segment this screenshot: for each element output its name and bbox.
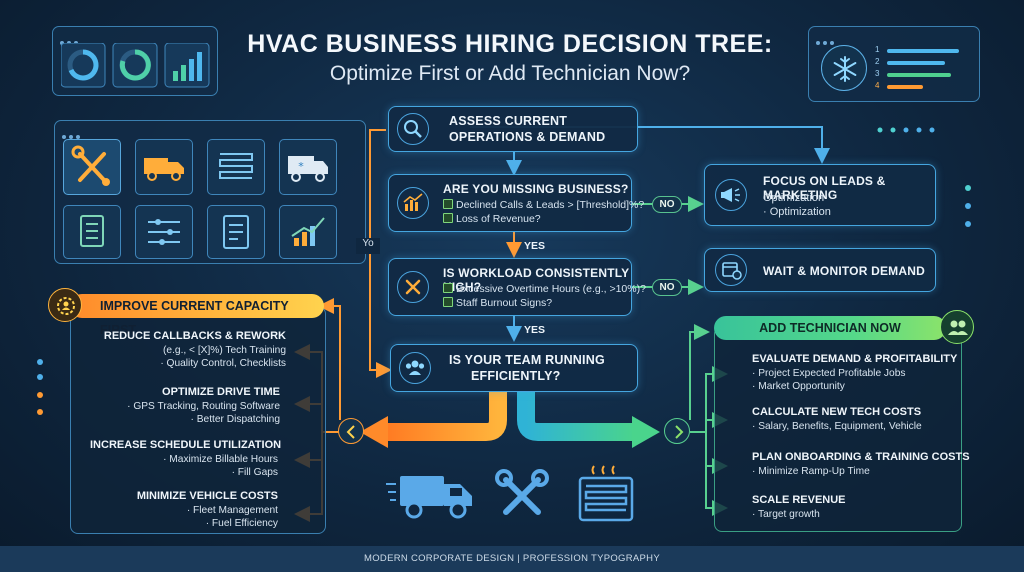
edge-label-yes: YES xyxy=(524,324,546,336)
add-section-line: · Minimize Ramp-Up Time xyxy=(752,466,870,477)
big-arrow-improve xyxy=(385,392,507,441)
node-title: ASSESS CURRENT xyxy=(449,114,568,128)
add-technician-header: ADD TECHNICIAN NOW xyxy=(714,316,946,340)
tools-icon xyxy=(63,139,121,195)
footer-caption: MODERN CORPORATE DESIGN | PROFESSION TYP… xyxy=(0,546,1024,572)
page-title: HVAC BUSINESS HIRING DECISION TREE: xyxy=(247,30,773,58)
add-section-title: EVALUATE DEMAND & PROFITABILITY xyxy=(752,353,958,365)
edge-label-yo: Yo xyxy=(356,238,380,254)
node-title: OPERATIONS & DEMAND xyxy=(449,130,606,144)
node-assess-operations[interactable]: ASSESS CURRENT OPERATIONS & DEMAND xyxy=(388,106,638,152)
progress-bar xyxy=(887,73,951,77)
progress-bar xyxy=(887,61,945,65)
svg-text:*: * xyxy=(298,160,304,173)
tools-icon xyxy=(397,271,429,303)
improve-section-title: REDUCE CALLBACKS & REWORK xyxy=(103,330,286,342)
dashboard-widget-topright: 1 2 3 4 xyxy=(808,26,980,102)
improve-section-line: · Maximize Billable Hours xyxy=(163,454,278,465)
workflow-panel: * xyxy=(54,120,366,264)
improve-section-title: INCREASE SCHEDULE UTILIZATION xyxy=(90,439,282,451)
node-title: EFFICIENTLY? xyxy=(471,369,561,383)
add-section-title: CALCULATE NEW TECH COSTS xyxy=(752,406,922,418)
calendar-clock-icon xyxy=(715,254,747,286)
improve-section-line: · Fill Gaps xyxy=(231,467,278,478)
improve-section-line: (e.g., < [X]%) Tech Training xyxy=(163,345,286,356)
progress-bar xyxy=(887,49,959,53)
criterion-item: Staff Burnout Signs? xyxy=(443,297,552,309)
outcome-line: Optimization xyxy=(763,192,825,204)
big-arrow-add xyxy=(517,392,635,441)
checkbox-icon xyxy=(443,283,453,293)
node-title: ARE YOU MISSING BUSINESS? xyxy=(443,182,629,196)
growth-chart-icon xyxy=(279,205,337,259)
page-subtitle: Optimize First or Add Technician Now? xyxy=(329,62,691,85)
sliders-icon xyxy=(135,205,193,259)
megaphone-icon xyxy=(715,179,747,211)
dashboard-widget-topleft xyxy=(52,26,218,96)
add-section-title: PLAN ONBOARDING & TRAINING COSTS xyxy=(752,451,970,463)
refrigerated-truck-icon: * xyxy=(279,139,337,195)
add-section-title: SCALE REVENUE xyxy=(752,494,846,506)
chevron-right-icon[interactable] xyxy=(664,418,690,444)
improve-section-title: MINIMIZE VEHICLE COSTS xyxy=(136,490,278,502)
improve-section-line: · Fleet Management xyxy=(186,505,278,516)
list-number: 4 xyxy=(875,81,880,90)
criterion-item: Declined Calls & Leads > [Threshold]%? xyxy=(443,199,644,211)
improve-section-line: · GPS Tracking, Routing Software xyxy=(127,401,280,412)
report-document-icon xyxy=(207,205,265,259)
add-section-line: · Salary, Benefits, Equipment, Vehicle xyxy=(752,421,922,432)
magnifier-icon xyxy=(397,113,429,145)
criterion-item: Excessive Overtime Hours (e.g., >10%)? xyxy=(443,283,646,295)
delivery-truck-icon xyxy=(386,476,472,519)
node-title: IS YOUR TEAM RUNNING xyxy=(449,353,605,367)
add-section-line: · Target growth xyxy=(752,509,820,520)
chart-icon xyxy=(397,187,429,219)
team-icon xyxy=(399,352,431,384)
snowflake-icon xyxy=(821,45,867,91)
improve-section-line: · Quality Control, Checklists xyxy=(160,358,286,369)
node-missing-business[interactable]: ARE YOU MISSING BUSINESS? Declined Calls… xyxy=(388,174,644,232)
edge-label-yes: YES xyxy=(524,240,546,252)
outcome-title: FOCUS ON LEADS & MARKETING xyxy=(763,174,886,202)
add-section-line: · Market Opportunity xyxy=(752,381,845,392)
decor-dots-left xyxy=(37,359,43,415)
outcome-leads-marketing[interactable]: FOCUS ON LEADS & MARKETING Optimization … xyxy=(704,164,936,226)
improve-capacity-header: IMPROVE CURRENT CAPACITY FIRST xyxy=(70,294,324,337)
improve-capacity-panel xyxy=(70,306,326,534)
gear-people-icon xyxy=(48,288,82,322)
heat-radiator-icon xyxy=(578,465,634,522)
kpi-gauges-icon xyxy=(61,43,210,88)
clipboard-checklist-icon xyxy=(63,205,121,259)
improve-section-line: · Better Dispatching xyxy=(190,414,280,425)
list-number: 3 xyxy=(875,69,880,78)
improve-section-title: OPTIMIZE DRIVE TIME xyxy=(162,386,280,398)
edge-label-no: NO xyxy=(652,196,682,213)
wrench-screwdriver-icon xyxy=(495,469,549,515)
progress-bar xyxy=(887,85,923,89)
chevron-left-icon[interactable] xyxy=(338,418,364,444)
outcome-line: · Optimization xyxy=(763,206,831,218)
edge-label-no: NO xyxy=(652,279,682,296)
add-technician-panel xyxy=(714,326,962,532)
checkbox-icon xyxy=(443,199,453,209)
checkbox-icon xyxy=(443,297,453,307)
heat-coil-icon xyxy=(207,139,265,195)
list-number: 1 xyxy=(875,45,880,54)
decor-dots-right xyxy=(877,127,971,227)
node-workload-high[interactable]: IS WORKLOAD CONSISTENTLY HIGH? Excessive… xyxy=(388,258,646,316)
delivery-truck-icon xyxy=(135,139,193,195)
list-number: 2 xyxy=(875,57,880,66)
outcome-title: WAIT & MONITOR DEMAND xyxy=(763,264,925,278)
improve-section-line: · Fuel Efficiency xyxy=(205,518,278,529)
outcome-wait-monitor[interactable]: WAIT & MONITOR DEMAND xyxy=(704,248,936,292)
add-section-line: · Project Expected Profitable Jobs xyxy=(752,368,906,379)
people-icon xyxy=(940,310,974,344)
criterion-item: Loss of Revenue? xyxy=(443,213,541,225)
node-team-efficient[interactable]: IS YOUR TEAM RUNNING EFFICIENTLY? xyxy=(390,344,638,392)
checkbox-icon xyxy=(443,213,453,223)
